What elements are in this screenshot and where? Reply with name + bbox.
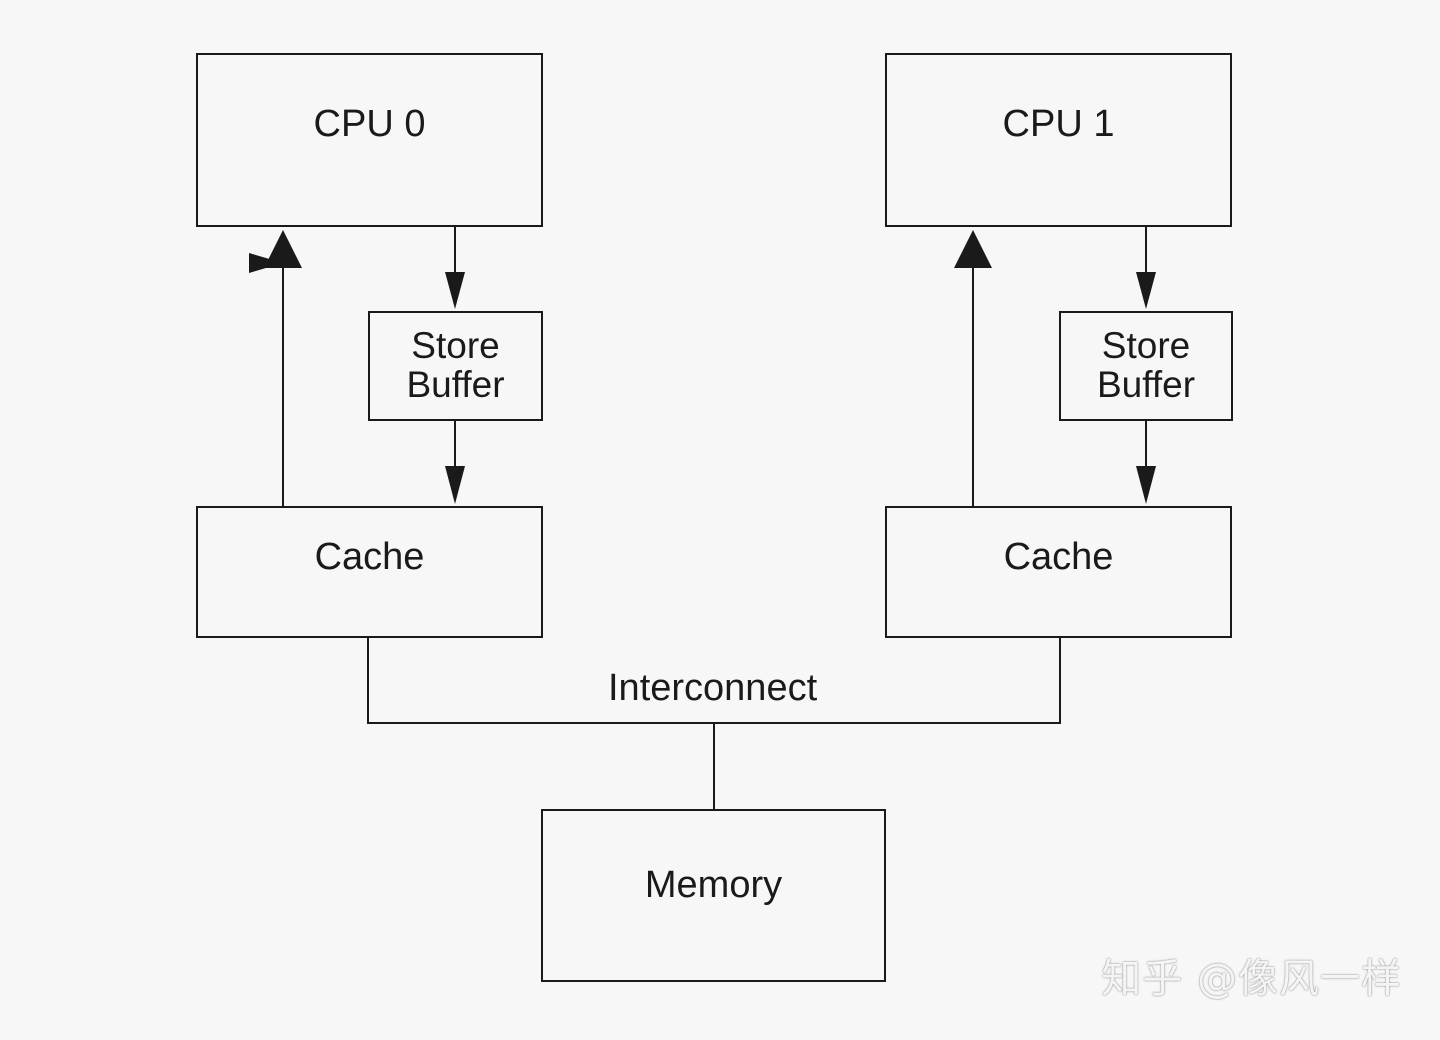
- cpu1-label: CPU 1: [1002, 103, 1115, 145]
- memory-label: Memory: [644, 863, 783, 906]
- cache1-box: Cache: [885, 506, 1232, 638]
- store-buffer0-box: Store Buffer: [368, 311, 543, 421]
- watermark-text: 知乎 @像风一样: [1101, 956, 1402, 1002]
- store-buffer0-line1: Store: [411, 325, 500, 367]
- cpu0-to-storebuffer0-arrowhead: [445, 272, 465, 309]
- storebuffer0-to-cache0-arrowhead: [445, 466, 465, 504]
- interconnect-label: Interconnect: [608, 667, 818, 709]
- store-buffer0-line2: Buffer: [406, 364, 505, 405]
- cache0-to-cpu0-arrowhead: [264, 230, 302, 268]
- store-buffer1-box: Store Buffer: [1059, 311, 1233, 421]
- cpu1-to-storebuffer1-arrowhead: [1136, 272, 1156, 309]
- cache1-label: Cache: [1003, 536, 1114, 578]
- cpu1-box: CPU 1: [885, 53, 1232, 227]
- store-buffer1-line1: Store: [1101, 325, 1191, 367]
- storebuffer1-to-cache1-arrowhead: [1136, 466, 1156, 504]
- store-buffer1-line2: Buffer: [1096, 364, 1196, 405]
- cache0-box: Cache: [196, 506, 543, 638]
- cpu0-box: CPU 0: [196, 53, 543, 227]
- memory-box: Memory: [541, 809, 886, 982]
- cache0-label: Cache: [314, 536, 425, 578]
- cache1-to-cpu1-arrowhead: [954, 230, 992, 268]
- cpu0-label: CPU 0: [313, 103, 426, 145]
